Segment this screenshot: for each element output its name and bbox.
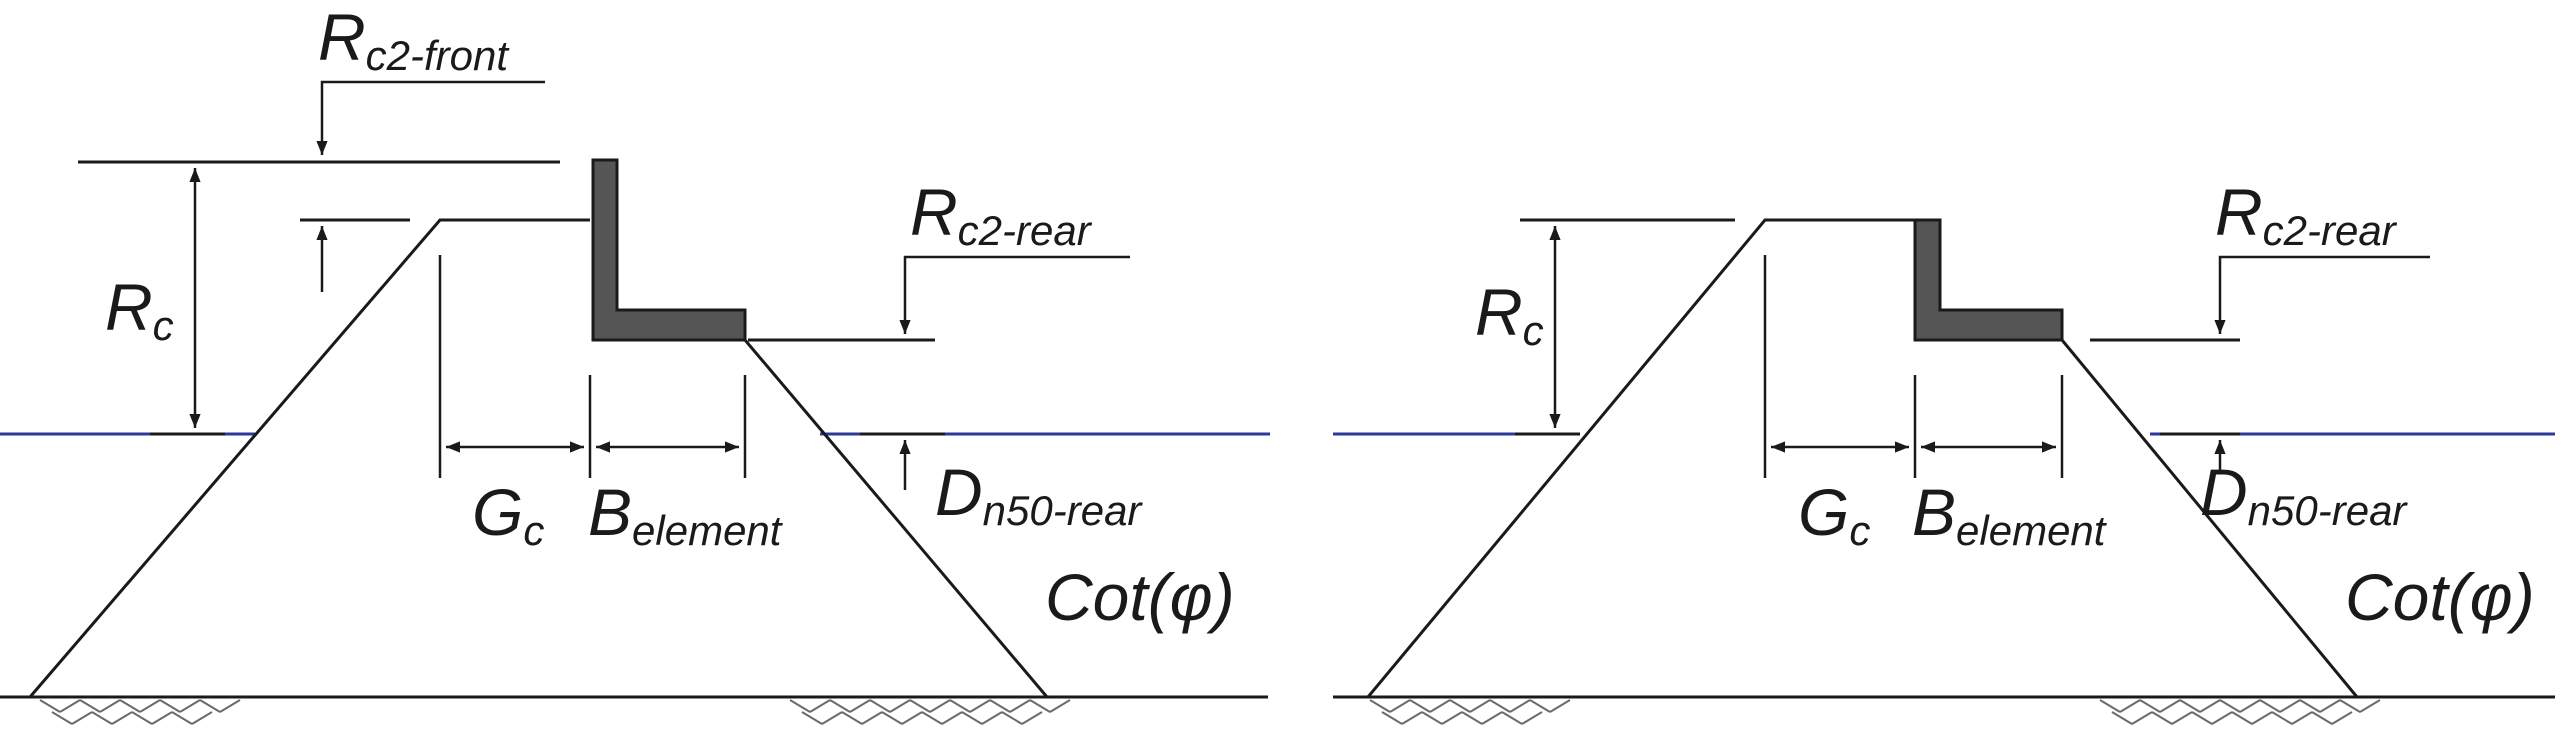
label-belement: Belement [1912,475,2108,554]
label-gc: Gc [1798,475,1870,554]
rc2-rear-leader [2214,255,2430,334]
crown-wall-element [591,158,747,342]
seabed-hatch-right [789,699,1071,725]
label-belement: Belement [588,475,784,554]
label-rc2-rear: Rc2-rear [910,175,1093,254]
label-cot-phi: Cot(φ) [2345,560,2535,634]
breakwater-core [1366,218,2359,698]
right-panel: Rc Rc2-rear Gc Belement Dn50-rear Cot(φ) [1333,175,2555,725]
label-rc: Rc [1475,275,1544,354]
crown-wall-element [1913,218,2064,342]
label-rc2-rear: Rc2-rear [2215,175,2398,254]
breakwater-core [28,218,1049,698]
seabed-hatch-right [2099,699,2381,725]
label-gc: Gc [472,475,544,554]
rc2-front-leader [316,80,545,155]
label-dn50-rear: Dn50-rear [935,455,1143,534]
rc2-rear-leader [899,255,1130,334]
left-panel: Rc2-front Rc Rc2-rear Gc Belement Dn50-r… [0,0,1270,725]
seabed-hatch-left [39,699,241,725]
label-dn50-rear: Dn50-rear [2200,455,2408,534]
seabed-hatch-left [1369,699,1571,725]
label-rc: Rc [105,270,174,349]
label-rc2-front: Rc2-front [318,0,510,79]
label-cot-phi: Cot(φ) [1045,560,1235,634]
